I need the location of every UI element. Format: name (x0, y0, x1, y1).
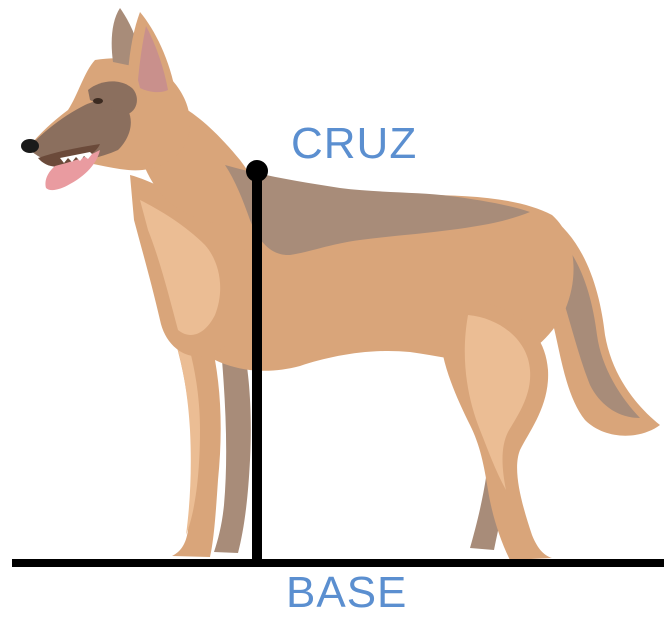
top-point-marker (246, 160, 268, 182)
dog-teeth (60, 152, 92, 163)
dog-far-front-leg (214, 360, 251, 553)
height-measure-line (252, 170, 262, 562)
dog-saddle (225, 165, 530, 256)
dog-near-hind-leg-highlight (464, 315, 531, 490)
dog-nose (21, 139, 39, 153)
dog-near-front-leg-highlight (168, 320, 200, 535)
dog-eye (93, 98, 103, 104)
top-point-label: CRUZ (291, 119, 418, 168)
ground-line-label: BASE (286, 568, 408, 617)
dog-mouth (38, 144, 100, 167)
dog-muzzle (28, 100, 131, 162)
dog-forehead-mask (88, 81, 137, 114)
dog-near-ear-inner (138, 26, 168, 93)
dog-chest-highlight (140, 200, 221, 335)
ground-line (12, 559, 664, 567)
dog-tongue (45, 150, 100, 191)
